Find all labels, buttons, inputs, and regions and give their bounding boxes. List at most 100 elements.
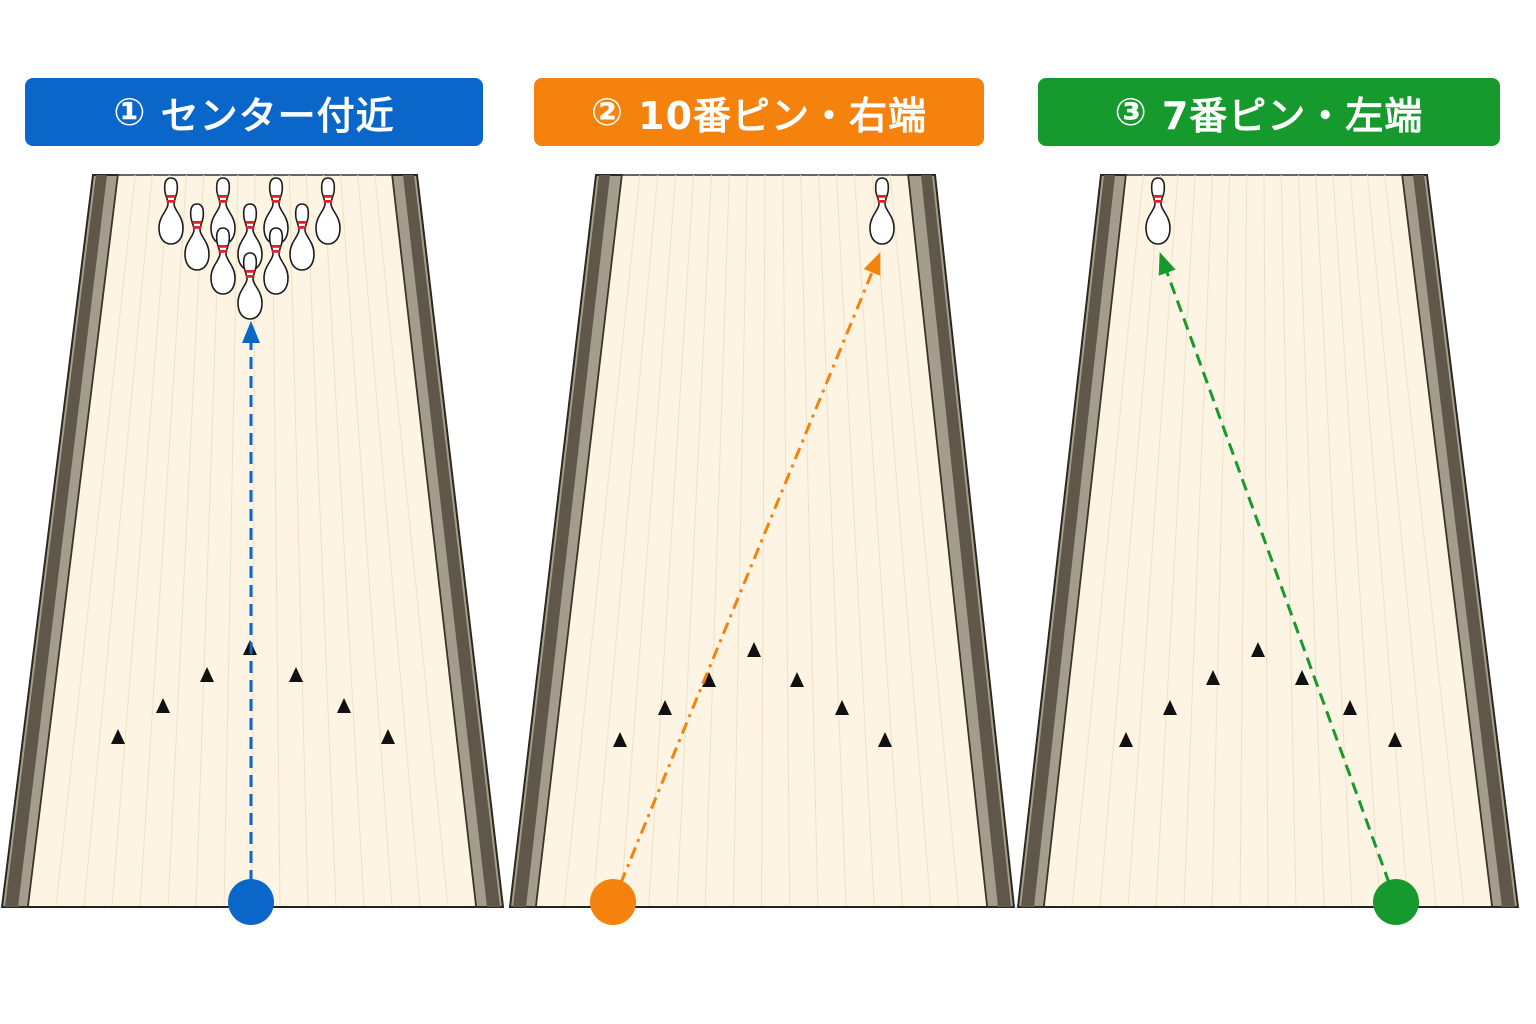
lane-arrow-marker-icon [1251, 642, 1265, 657]
bowling-pin-3 [263, 227, 289, 295]
left-gutter-shade [513, 175, 610, 907]
pin-stripe [218, 195, 228, 198]
lane-arrow-marker-icon [613, 732, 627, 747]
lane-arrow-marker-icon [702, 672, 716, 687]
lane-board-line [55, 174, 136, 908]
pin-body [263, 227, 289, 295]
lane-board-line [1183, 174, 1213, 908]
lane-board-line [305, 174, 337, 908]
pin-stripe [218, 245, 228, 248]
lane-board-line [620, 174, 677, 908]
lane-board-line [1349, 174, 1409, 908]
lane-board-line [871, 174, 932, 908]
lane-board-line [1155, 174, 1196, 908]
panel-2-title-text: 10番ピン・右端 [638, 93, 928, 138]
pin-stripe [245, 221, 255, 224]
pin-stripe [323, 200, 333, 203]
lane-board-line [83, 174, 153, 908]
pin-stripe [245, 226, 255, 229]
lane-board-line [591, 174, 659, 908]
lane-board-line [836, 174, 875, 908]
pin-body [210, 227, 236, 295]
ball-position-icon [1373, 879, 1419, 925]
pin-stripe [166, 195, 176, 198]
pin-body [184, 203, 210, 271]
pin-stripe [323, 195, 333, 198]
pin-body [237, 252, 263, 320]
lane-board-line [853, 174, 903, 908]
panel-3-title-text: 7番ピン・左端 [1161, 93, 1424, 138]
lane-arrow-marker-icon [1388, 732, 1402, 747]
dashed-arrow-icon [1158, 252, 1391, 884]
right-gutter-shade [921, 175, 1011, 907]
pin-body [158, 177, 184, 245]
bowling-pin-7 [158, 177, 184, 245]
pin-stripe [271, 195, 281, 198]
lane-arrow-marker-icon [835, 700, 849, 715]
panel-2-number: ② [590, 90, 625, 134]
lane-board-line [111, 174, 170, 908]
pin-body [289, 203, 315, 271]
lane-board-line [1315, 174, 1353, 908]
lane-arrow-marker-icon [1119, 732, 1133, 747]
lane-board-line [167, 174, 205, 908]
panel-1-number: ① [113, 90, 147, 134]
bowling-pin-7 [1145, 177, 1171, 245]
dashed-arrow-icon [619, 252, 881, 885]
lane-board-line [1127, 174, 1179, 908]
lane-board-line [323, 174, 365, 908]
lane-board-line [732, 174, 748, 908]
panel-3-title: ③ 7番ピン・左端 [1038, 78, 1500, 146]
lane-arrow-marker-icon [658, 700, 672, 715]
lane-board-line [1211, 174, 1230, 908]
lane-arrow-marker-icon [156, 698, 170, 713]
lane-board-line [340, 174, 393, 908]
lane-board-line [271, 174, 281, 908]
lane-board-line [357, 174, 421, 908]
pin-body [1145, 177, 1171, 245]
lane-board-line [1099, 174, 1161, 908]
lane-arrow-marker-icon [381, 729, 395, 744]
lane-arrow-marker-icon [111, 729, 125, 744]
pin-stripe [877, 195, 887, 198]
lane-arrow-marker-icon [1163, 700, 1177, 715]
lane-board-line [139, 174, 187, 908]
pin-stripe [245, 275, 255, 278]
bowling-pin-1 [237, 252, 263, 320]
lane-board-line [1332, 174, 1381, 908]
ball-position-icon [228, 879, 274, 925]
panel-1-title: ① センター付近 [25, 78, 483, 146]
ball-position-icon [590, 879, 636, 925]
lane-arrow-marker-icon [289, 667, 303, 682]
lane-arrow-marker-icon [337, 698, 351, 713]
pin-stripe [192, 226, 202, 229]
pin-stripe [877, 200, 887, 203]
left-gutter-shade [1021, 175, 1115, 907]
lane-board-line [648, 174, 694, 908]
lane-board-line [288, 174, 309, 908]
lane-board-line [800, 174, 819, 908]
lane-board-line [1367, 174, 1437, 908]
pin-stripe [271, 250, 281, 253]
left-gutter-shade [5, 175, 107, 907]
pin-stripe [297, 226, 307, 229]
right-gutter-shade [1413, 175, 1515, 907]
panel-2-title: ② 10番ピン・右端 [534, 78, 984, 146]
lane-board-line [1298, 174, 1325, 908]
pin-stripe [166, 200, 176, 203]
lane-arrow-marker-icon [878, 732, 892, 747]
lane-board-line [374, 174, 449, 908]
lane-arrow-marker-icon [200, 667, 214, 682]
lane-arrow-marker-icon [1295, 670, 1309, 685]
pin-body [869, 177, 895, 245]
lane-board-line [223, 174, 239, 908]
lane-board-line [1239, 174, 1248, 908]
pin-stripe [1153, 195, 1163, 198]
bowling-pin-10 [869, 177, 895, 245]
lane-board-line [563, 174, 641, 908]
lane-arrow-marker-icon [1343, 700, 1357, 715]
lane-arrow-marker-icon [1206, 670, 1220, 685]
lane-2 [508, 174, 1016, 925]
bowling-pin-2 [210, 227, 236, 295]
